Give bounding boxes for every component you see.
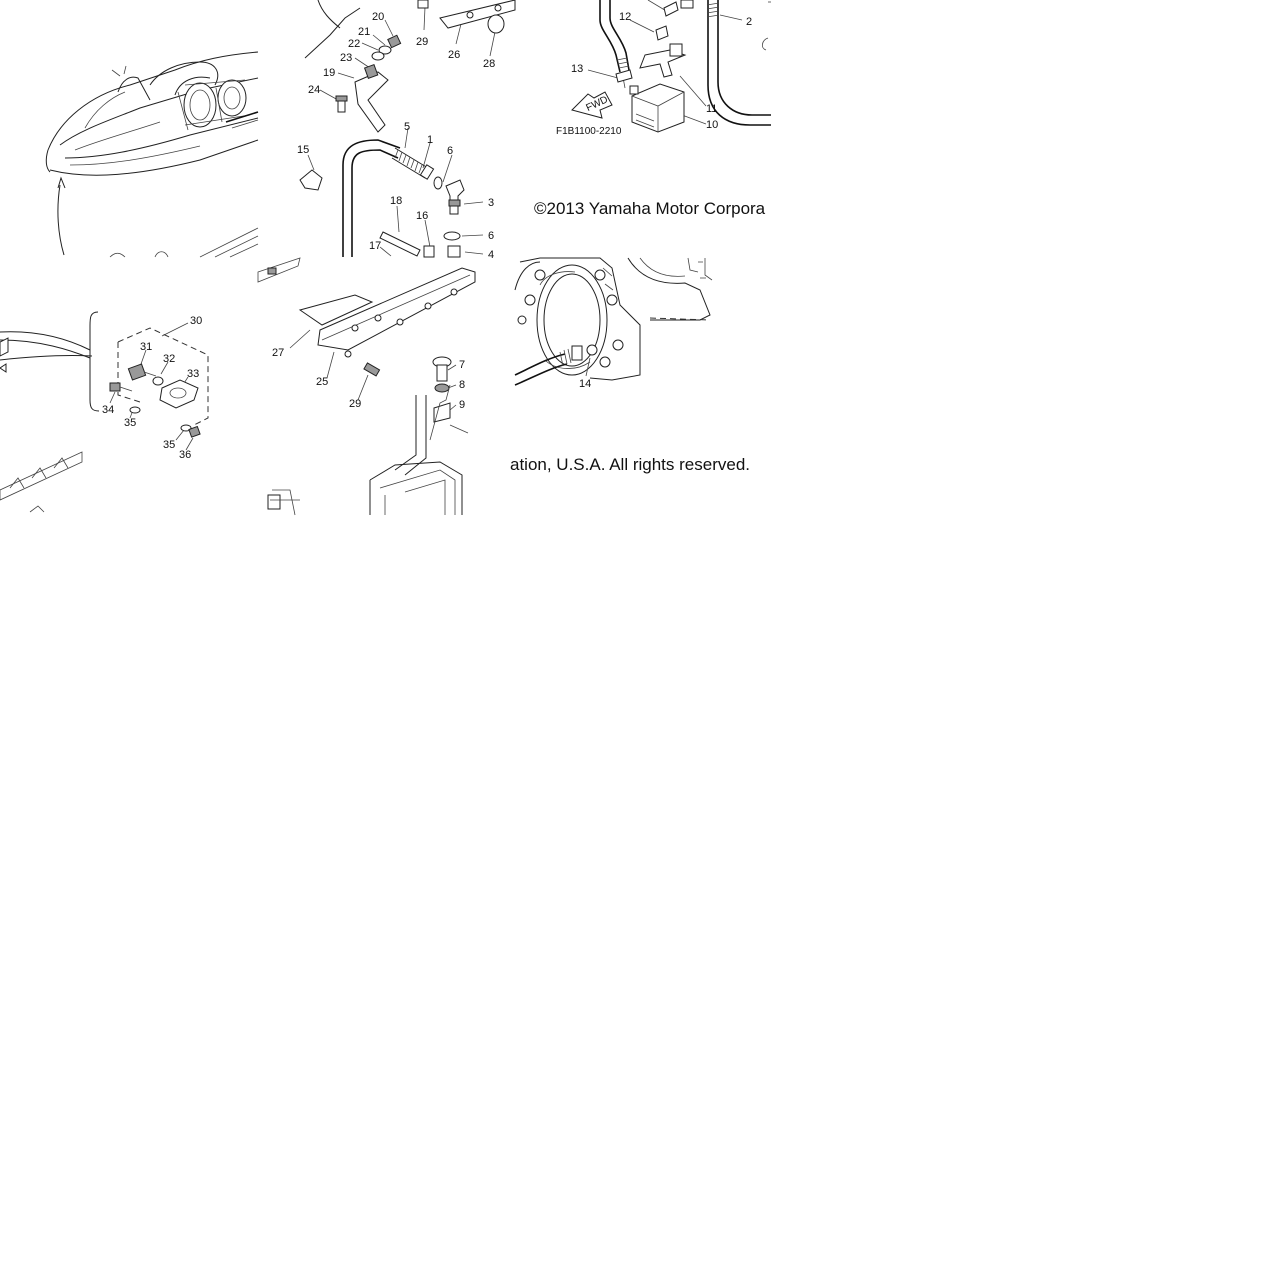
callout-23: 23 [340, 52, 352, 64]
callout-7: 7 [459, 359, 465, 371]
callout-5: 5 [404, 121, 410, 133]
tile-pump-parts: 20 21 22 23 19 24 29 26 28 5 1 6 15 3 18… [297, 0, 516, 261]
housing-drawing [514, 257, 713, 381]
callout-22: 22 [348, 38, 360, 50]
callout-labels: 12 2 13 11 10 [571, 11, 752, 131]
callout-28: 28 [483, 58, 495, 70]
callout-10: 10 [706, 119, 718, 131]
tile-watercraft-overview [45, 51, 259, 258]
hose-14 [514, 344, 598, 386]
callout-labels: 30 31 32 33 34 35 35 36 [102, 315, 202, 461]
bracket-drawing [267, 461, 463, 516]
callout-labels: 20 21 22 23 19 24 29 26 28 5 1 6 15 3 18… [297, 11, 495, 261]
leader-lines [109, 322, 194, 451]
callout-4: 4 [488, 249, 494, 261]
figure-code: F1B1100-2210 [556, 126, 622, 137]
copyright-start: ©2013 Yamaha Motor Corpora [534, 199, 766, 218]
callout-21: 21 [358, 26, 370, 38]
fwd-arrow: FWD [571, 91, 613, 119]
callout-24: 24 [308, 84, 320, 96]
callout-34: 34 [102, 404, 114, 416]
corrugated-hose [391, 147, 435, 180]
callout-2: 2 [746, 16, 752, 28]
callout-27: 27 [272, 347, 284, 359]
callout-13: 13 [571, 63, 583, 75]
callout-16: 16 [416, 210, 428, 222]
callout-8: 8 [459, 379, 465, 391]
callout-11: 11 [706, 103, 717, 115]
callout-36: 36 [179, 449, 191, 461]
tile-rail-parts: 27 25 29 7 8 9 [257, 257, 476, 516]
watercraft-drawing [45, 51, 259, 258]
callout-15: 15 [297, 144, 309, 156]
callout-29: 29 [416, 36, 428, 48]
callout-1: 1 [427, 134, 433, 146]
part-drawings [615, 0, 771, 133]
callout-33: 33 [187, 368, 199, 380]
callout-25: 25 [316, 376, 328, 388]
tile-detail-inset: 30 31 32 33 34 35 35 36 [0, 311, 209, 513]
part-drawings [109, 363, 201, 438]
callout-19: 19 [323, 67, 335, 79]
callout-3: 3 [488, 197, 494, 209]
callout-29-rail: 29 [349, 398, 361, 410]
callout-18: 18 [390, 195, 402, 207]
callout-6: 6 [447, 145, 453, 157]
tile-pump-housing: 14 ation, U.S.A. All rights reserved. [510, 257, 750, 474]
callout-6b: 6 [488, 230, 494, 242]
callout-9: 9 [459, 399, 465, 411]
callout-14: 14 [579, 378, 591, 390]
callout-17: 17 [369, 240, 381, 252]
callout-26: 26 [448, 49, 460, 61]
callout-35b: 35 [163, 439, 175, 451]
callout-31: 31 [140, 341, 152, 353]
callout-32: 32 [163, 353, 175, 365]
copyright-end: ation, U.S.A. All rights reserved. [510, 455, 750, 474]
callout-35: 35 [124, 417, 136, 429]
tile-cooling-parts: FWD 12 2 13 11 10 F1B1100-2210 ©2013 Yam… [534, 0, 771, 218]
callout-30: 30 [190, 315, 202, 327]
leader-lines [304, 0, 496, 257]
callout-20: 20 [372, 11, 384, 23]
callout-12: 12 [619, 11, 631, 23]
fitting-drawing [394, 356, 469, 476]
callout-labels: 27 25 29 7 8 9 [272, 347, 465, 411]
rail-drawing [298, 267, 476, 377]
part-drawings [299, 0, 516, 258]
leader-lines [289, 329, 457, 411]
